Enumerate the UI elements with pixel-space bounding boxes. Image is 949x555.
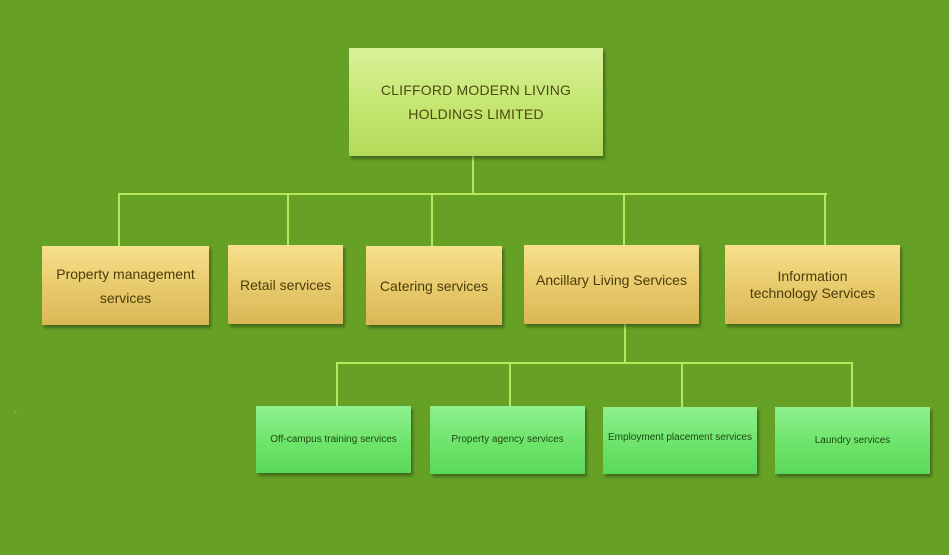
division-label-line1: Information (777, 267, 848, 284)
division-label-line1: Property management (56, 265, 195, 282)
connector-ancillary-trunk (624, 324, 626, 363)
service-off-campus-training: Off-campus training services (256, 406, 411, 473)
service-label: Laundry services (814, 434, 891, 446)
connector-service-employment (681, 363, 683, 407)
root-node: CLIFFORD MODERN LIVING HOLDINGS LIMITED (349, 48, 603, 156)
connector-division-it (824, 194, 826, 245)
root-node-label: CLIFFORD MODERN LIVING HOLDINGS LIMITED (381, 78, 571, 126)
service-label: Off-campus training services (270, 433, 397, 445)
connector-division-ancillary (623, 194, 625, 245)
connector-division-bus (118, 193, 827, 195)
connector-service-agency (509, 363, 511, 406)
background-speck (14, 411, 17, 412)
connector-division-catering (431, 194, 433, 246)
connector-division-property-management (118, 194, 120, 246)
division-ancillary-living: Ancillary Living Services (524, 245, 699, 324)
division-label: Ancillary Living Services (536, 271, 687, 288)
service-laundry: Laundry services (775, 407, 930, 474)
division-label: Property management services (56, 262, 195, 310)
division-label: Retail services (239, 276, 332, 293)
root-label-line1: CLIFFORD MODERN LIVING (380, 82, 572, 98)
division-label: Catering services (379, 277, 489, 294)
service-employment-placement: Employment placement services (603, 407, 757, 474)
division-information-technology: Information technology Services (725, 245, 900, 324)
root-label-line2: HOLDINGS LIMITED (408, 106, 544, 122)
service-property-agency: Property agency services (430, 406, 585, 474)
service-label: Property agency services (451, 434, 564, 445)
division-label-line2: services (99, 289, 152, 306)
connector-service-training (336, 363, 338, 406)
connector-division-retail (287, 194, 289, 245)
division-label: Information technology Services (750, 268, 875, 302)
division-retail: Retail services (228, 245, 343, 324)
division-property-management: Property management services (42, 246, 209, 325)
connector-service-laundry (851, 363, 853, 407)
service-label: Employment placement services (608, 431, 752, 443)
connector-root-trunk (472, 156, 474, 194)
division-label-line2: technology Services (749, 284, 876, 301)
connector-service-bus (336, 362, 853, 364)
division-catering: Catering services (366, 246, 502, 325)
